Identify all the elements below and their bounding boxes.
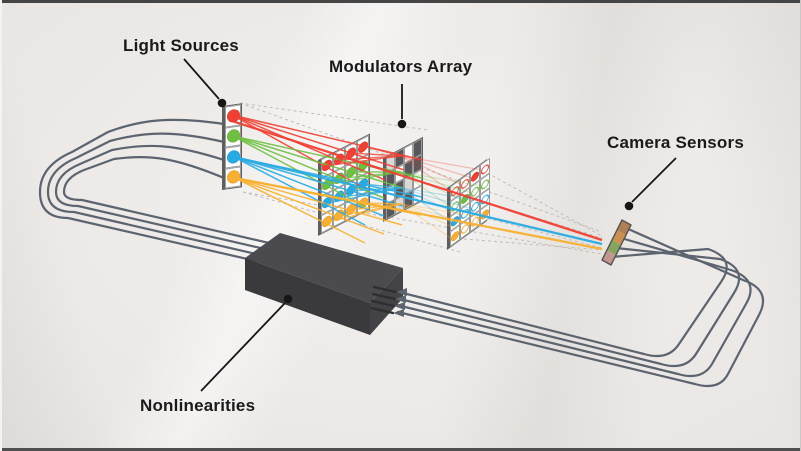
leader-lines bbox=[183, 58, 677, 392]
bottom-edge-bar bbox=[0, 448, 801, 451]
yellow-dot bbox=[346, 201, 356, 217]
red-dot bbox=[358, 139, 368, 155]
blue-dot bbox=[226, 149, 240, 165]
green-dot bbox=[334, 170, 344, 186]
panel-cell bbox=[395, 194, 404, 215]
modulator-output-panel bbox=[447, 157, 490, 250]
yellow-dot bbox=[451, 228, 459, 243]
blue-dot bbox=[334, 189, 344, 205]
yellow-dot bbox=[481, 206, 489, 221]
light-sources-label: Light Sources bbox=[123, 36, 239, 55]
red-dot bbox=[346, 145, 356, 161]
feedback-wires-left bbox=[38, 118, 280, 268]
green-dot bbox=[358, 158, 368, 174]
feedback-wires-right bbox=[393, 226, 764, 388]
yellow-dot bbox=[322, 213, 332, 229]
red-dot bbox=[322, 158, 332, 174]
panel-cell bbox=[386, 199, 395, 220]
yellow-dot bbox=[358, 195, 368, 211]
green-dot bbox=[346, 164, 356, 180]
left-edge-highlight bbox=[0, 0, 2, 451]
red-dot bbox=[226, 108, 240, 124]
yellow-dot bbox=[471, 214, 479, 229]
panel-cell bbox=[225, 145, 241, 169]
blue-dot bbox=[346, 182, 356, 198]
light-sources-panel bbox=[222, 103, 242, 190]
modulators-array-label: Modulators Array bbox=[329, 57, 473, 76]
panel-cell bbox=[225, 124, 241, 148]
yellow-dot bbox=[226, 169, 240, 185]
yellow-dot bbox=[461, 221, 469, 236]
camera-sensors-label: Camera Sensors bbox=[607, 133, 744, 152]
green-dot bbox=[226, 128, 240, 144]
yellow-dot bbox=[334, 207, 344, 223]
top-edge-bar bbox=[0, 0, 801, 3]
panel-cell bbox=[404, 189, 413, 210]
panel-cell bbox=[413, 184, 422, 206]
blue-dot bbox=[358, 176, 368, 192]
modulator-mask-panel bbox=[383, 136, 423, 222]
blue-dot bbox=[322, 195, 332, 211]
panel-cell bbox=[321, 208, 333, 234]
green-dot bbox=[322, 176, 332, 192]
camera-sensor-chip bbox=[601, 219, 632, 266]
panel-cell bbox=[225, 165, 241, 189]
panel-cell bbox=[225, 104, 241, 128]
nonlinearities-label: Nonlinearities bbox=[140, 396, 256, 415]
nonlinearities-box bbox=[245, 233, 407, 335]
red-dot bbox=[334, 152, 344, 168]
modulator-input-panel bbox=[318, 133, 370, 236]
box-input-pins bbox=[369, 285, 407, 317]
